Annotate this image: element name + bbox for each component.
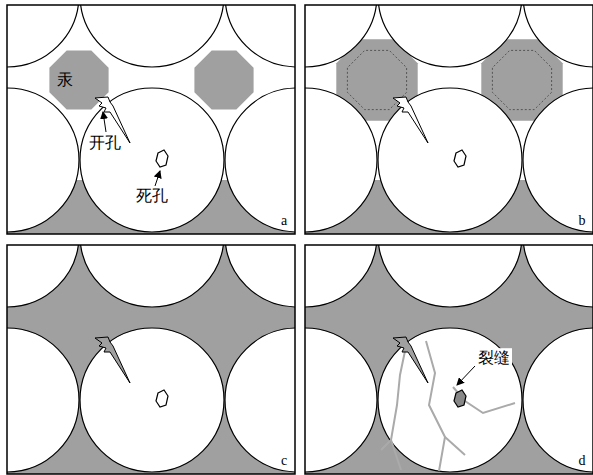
pore-label: 死孔 <box>134 186 170 206</box>
panel-d <box>233 163 593 474</box>
crack-lines <box>381 341 515 471</box>
panel-letter: d <box>577 452 588 469</box>
panel-letter: c <box>279 452 289 469</box>
material-label: 汞 <box>55 70 75 90</box>
crack-label: 裂缝 <box>476 348 512 368</box>
panel-b <box>233 0 593 234</box>
panel-letter: b <box>577 212 588 229</box>
panel-letter: a <box>279 212 289 229</box>
pore-label: 开孔 <box>87 133 123 153</box>
